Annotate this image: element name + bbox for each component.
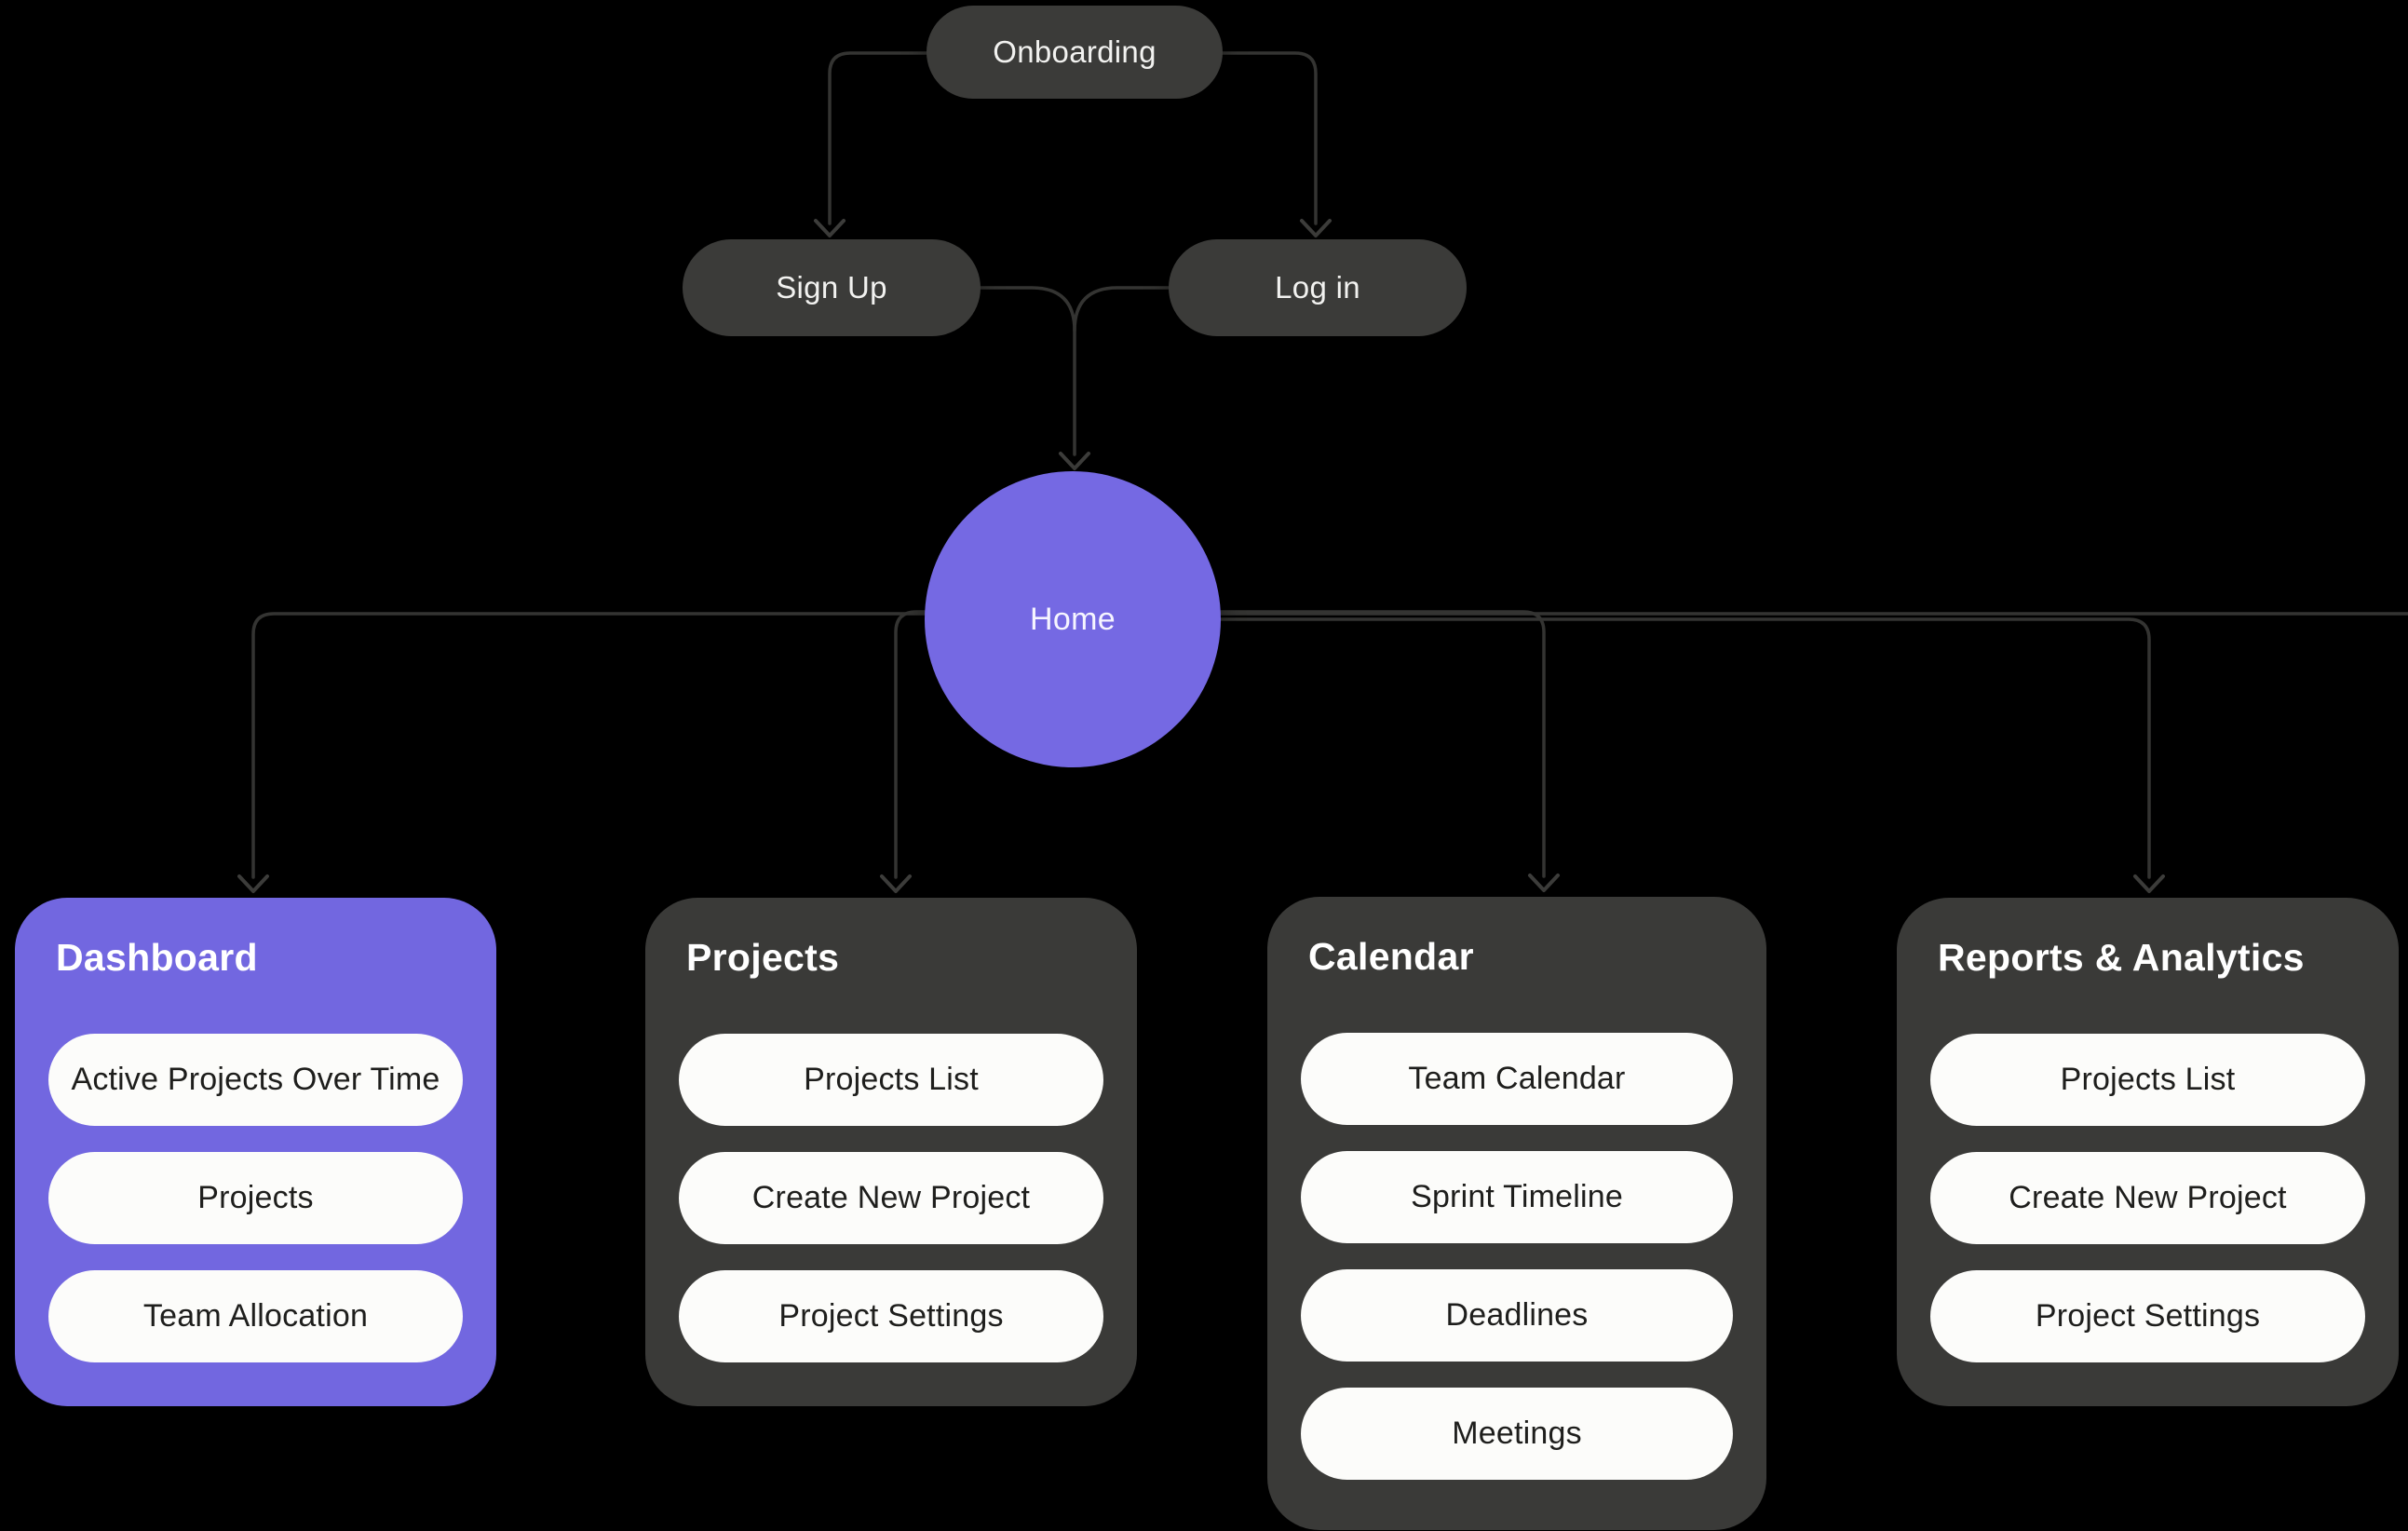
- card-reports-analytics: Reports & Analytics Projects List Create…: [1897, 898, 2399, 1406]
- pill-deadlines[interactable]: Deadlines: [1301, 1269, 1733, 1362]
- arrowhead-home: [1059, 452, 1090, 470]
- pill-team-allocation[interactable]: Team Allocation: [48, 1270, 463, 1362]
- connector-login-home: [1073, 286, 1170, 332]
- card-projects-title: Projects: [686, 936, 840, 979]
- pill-projects[interactable]: Projects: [48, 1152, 463, 1244]
- connector-home-projects: [894, 610, 927, 879]
- card-dashboard: Dashboard Active Projects Over Time Proj…: [15, 898, 496, 1406]
- pill-reports-project-settings[interactable]: Project Settings: [1930, 1270, 2365, 1362]
- arrowhead-login: [1300, 219, 1332, 237]
- pill-team-calendar[interactable]: Team Calendar: [1301, 1033, 1733, 1125]
- pill-projects-list[interactable]: Projects List: [679, 1034, 1103, 1126]
- card-projects: Projects Projects List Create New Projec…: [645, 898, 1137, 1406]
- arrowhead-signup: [814, 219, 846, 237]
- node-sign-up[interactable]: Sign Up: [683, 239, 981, 336]
- card-reports-analytics-title: Reports & Analytics: [1938, 936, 2305, 979]
- arrowhead-reports: [2133, 874, 2165, 893]
- card-calendar: Calendar Team Calendar Sprint Timeline D…: [1267, 897, 1766, 1530]
- node-onboarding-label: Onboarding: [993, 34, 1157, 69]
- card-calendar-title: Calendar: [1308, 935, 1474, 978]
- pill-active-projects-over-time[interactable]: Active Projects Over Time: [48, 1034, 463, 1126]
- arrowhead-calendar: [1528, 874, 1560, 892]
- node-log-in[interactable]: Log in: [1169, 239, 1467, 336]
- node-home-label: Home: [1030, 601, 1116, 637]
- connector-onboarding-signup: [828, 51, 928, 225]
- pill-project-settings[interactable]: Project Settings: [679, 1270, 1103, 1362]
- pill-reports-create-new-project[interactable]: Create New Project: [1930, 1152, 2365, 1244]
- card-dashboard-title: Dashboard: [56, 936, 258, 979]
- pill-reports-projects-list[interactable]: Projects List: [1930, 1034, 2365, 1126]
- node-sign-up-label: Sign Up: [776, 270, 887, 305]
- arrowhead-projects: [880, 874, 912, 893]
- card-reports-analytics-items: Projects List Create New Project Project…: [1930, 1034, 2365, 1362]
- pill-meetings[interactable]: Meetings: [1301, 1388, 1733, 1480]
- card-dashboard-items: Active Projects Over Time Projects Team …: [48, 1034, 463, 1362]
- connector-home-reports: [1219, 617, 2151, 879]
- connector-signup-home: [979, 286, 1076, 456]
- arrowhead-dashboard: [237, 874, 269, 893]
- node-onboarding[interactable]: Onboarding: [927, 6, 1223, 99]
- pill-create-new-project[interactable]: Create New Project: [679, 1152, 1103, 1244]
- connector-onboarding-login: [1219, 51, 1318, 225]
- connector-home-dashboard: [251, 612, 927, 879]
- connector-home-calendar: [1219, 610, 1546, 878]
- node-log-in-label: Log in: [1275, 270, 1360, 305]
- card-calendar-items: Team Calendar Sprint Timeline Deadlines …: [1301, 1033, 1733, 1480]
- node-home[interactable]: Home: [925, 471, 1221, 767]
- card-projects-items: Projects List Create New Project Project…: [679, 1034, 1103, 1362]
- pill-sprint-timeline[interactable]: Sprint Timeline: [1301, 1151, 1733, 1243]
